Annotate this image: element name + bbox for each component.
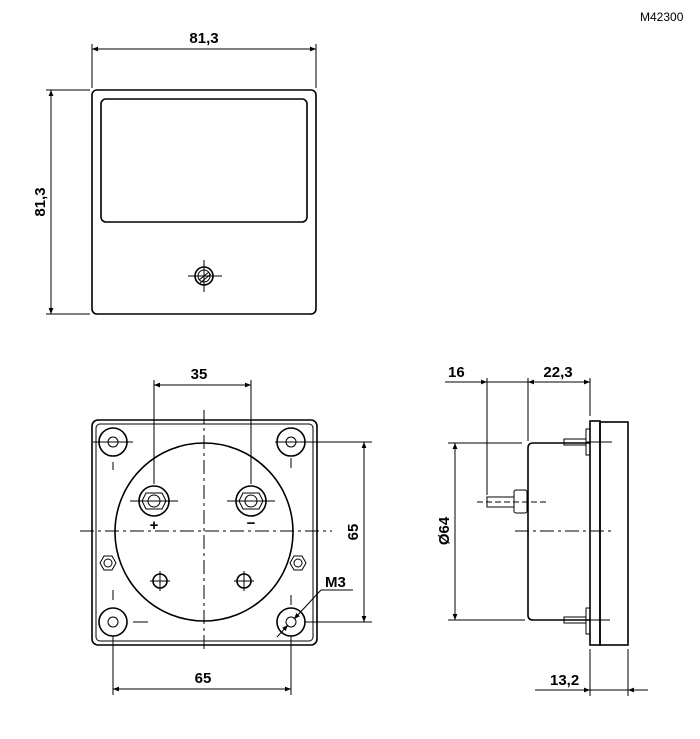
rear-frame-inner xyxy=(95,423,314,642)
mounting-holes xyxy=(93,427,372,695)
scale-window xyxy=(100,98,308,223)
width-dimension: 81,3 xyxy=(91,30,317,88)
mounting-hole-icon xyxy=(276,595,372,695)
horizontal-hole-spacing-dimension: 65 xyxy=(113,670,291,692)
horizontal-hole-spacing-label: 65 xyxy=(195,670,212,687)
flange xyxy=(589,420,601,646)
vertical-hole-spacing-dimension: 65 xyxy=(345,442,367,622)
terminal-spacing-label: 35 xyxy=(191,366,208,383)
thread-callout: M3 xyxy=(276,574,353,638)
mounting-hole-icon xyxy=(275,427,372,468)
height-dimension: 81,3 xyxy=(32,89,90,315)
terminal-minus-icon: − xyxy=(227,485,275,532)
small-hole-icon xyxy=(150,571,170,591)
terminal-plus-icon: + xyxy=(130,485,178,534)
thread-label: M3 xyxy=(325,574,346,591)
body-depth-dimension: 22,3 xyxy=(487,364,591,441)
hex-nut-icon xyxy=(289,555,307,571)
width-label: 81,3 xyxy=(189,30,218,47)
mounting-hole-icon xyxy=(98,590,148,695)
diameter-dimension: Ø64 xyxy=(436,442,525,621)
diameter-label: Ø64 xyxy=(436,516,453,545)
front-view: 81,3 81,3 xyxy=(32,30,317,315)
side-view: 16 22,3 Ø64 13,2 xyxy=(436,364,648,696)
mounting-stud-top xyxy=(563,438,587,446)
front-bezel xyxy=(599,421,629,646)
rear-view: + − 35 65 65 M3 xyxy=(80,366,372,695)
mounting-hole-icon xyxy=(93,427,133,470)
stud-length-label: 16 xyxy=(448,364,465,381)
front-depth-label: 13,2 xyxy=(550,672,579,689)
terminal-stud-icon xyxy=(477,489,548,514)
vertical-hole-spacing-label: 65 xyxy=(345,524,362,541)
minus-sign: − xyxy=(247,515,256,532)
stud-length-dimension: 16 xyxy=(445,364,488,495)
small-hole-icon xyxy=(234,571,254,591)
plus-sign: + xyxy=(150,517,159,534)
body-depth-label: 22,3 xyxy=(543,364,572,381)
zero-adjust-screw-icon xyxy=(188,260,222,292)
front-depth-dimension: 13,2 xyxy=(535,649,648,696)
drawing-id: M42300 xyxy=(640,10,684,24)
terminal-spacing-dimension: 35 xyxy=(153,366,252,484)
height-label: 81,3 xyxy=(32,187,49,216)
front-panel xyxy=(91,89,317,315)
hex-nut-icon xyxy=(99,555,117,571)
